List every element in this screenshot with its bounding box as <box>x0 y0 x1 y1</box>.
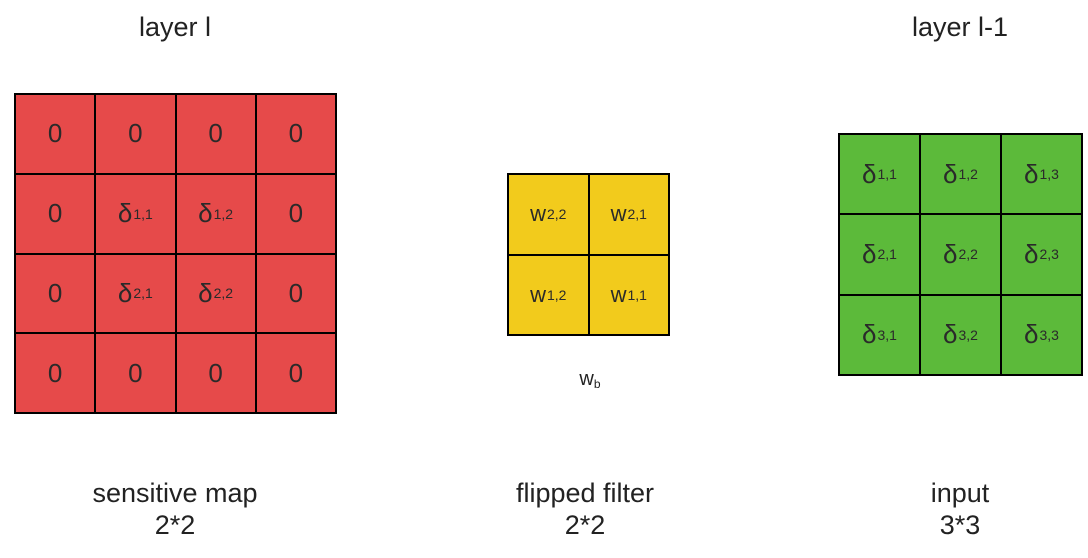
left-cell-4-4: 0 <box>255 333 336 413</box>
middle-caption-size: 2*2 <box>564 510 606 540</box>
cell-symbol: 0 <box>128 357 143 388</box>
left-cell-1-2: 0 <box>95 94 176 174</box>
filter-label-sub: b <box>593 377 601 391</box>
left-cell-3-1: 0 <box>15 253 96 334</box>
cell-symbol: w <box>530 201 546 227</box>
cell-symbol: δ <box>198 277 213 308</box>
cell-subscript: 3,1 <box>877 326 897 343</box>
cell-symbol: δ <box>117 277 133 308</box>
cell-subscript: 1,2 <box>958 166 978 183</box>
cell-symbol: 0 <box>208 357 223 388</box>
cell-subscript: 2,1 <box>133 285 153 302</box>
right-heading: layer l-1 <box>911 12 1009 42</box>
left-cell-3-4: 0 <box>255 253 336 334</box>
cell-subscript: 1,3 <box>1039 166 1059 183</box>
cell-symbol: δ <box>943 158 958 189</box>
left-heading: layer l <box>138 12 212 42</box>
left-cell-1-4: 0 <box>255 94 336 174</box>
cell-symbol: w <box>530 281 546 307</box>
cell-subscript: 2,2 <box>958 246 978 263</box>
filter-label: wb <box>560 368 620 391</box>
cell-symbol: δ <box>862 319 877 350</box>
cell-subscript: 1,1 <box>133 205 153 222</box>
cell-symbol: 0 <box>208 118 223 149</box>
cell-symbol: δ <box>943 319 958 350</box>
cell-symbol: δ <box>862 238 877 269</box>
cell-symbol: 0 <box>288 277 304 308</box>
cell-symbol: δ <box>1024 238 1039 269</box>
cell-symbol: δ <box>198 198 213 229</box>
cell-subscript: 2,3 <box>1039 246 1059 263</box>
cell-symbol: δ <box>1024 319 1039 350</box>
cell-symbol: δ <box>117 198 133 229</box>
right-caption-title: input <box>930 478 990 508</box>
right-caption-size: 3*3 <box>939 510 981 540</box>
cell-symbol: 0 <box>288 357 304 388</box>
middle-caption-title: flipped filter <box>515 478 655 508</box>
left-cell-2-1: 0 <box>15 173 96 254</box>
left-caption: sensitive map 2*2 <box>60 477 290 541</box>
left-cell-2-4: 0 <box>255 173 336 254</box>
cell-symbol: w <box>610 281 627 307</box>
left-cell-1-1: 0 <box>15 94 96 174</box>
cell-symbol: 0 <box>128 118 143 149</box>
cell-subscript: 1,2 <box>546 286 567 303</box>
left-caption-size: 2*2 <box>154 510 196 540</box>
filter-label-base: w <box>579 368 594 390</box>
cell-symbol: 0 <box>288 118 304 149</box>
cell-subscript: 1,1 <box>627 286 647 303</box>
cell-subscript: 1,2 <box>213 205 234 222</box>
cell-subscript: 1,1 <box>877 166 897 183</box>
cell-subscript: 3,3 <box>1039 326 1059 343</box>
middle-caption: flipped filter 2*2 <box>480 477 690 541</box>
cell-subscript: 2,2 <box>546 206 567 223</box>
cell-symbol: δ <box>862 158 877 189</box>
cell-subscript: 3,2 <box>958 326 978 343</box>
cell-symbol: 0 <box>47 277 63 308</box>
left-cell-4-3: 0 <box>175 333 256 413</box>
cell-symbol: 0 <box>47 198 63 229</box>
left-cell-1-3: 0 <box>175 94 256 174</box>
left-caption-title: sensitive map <box>92 478 258 508</box>
right-caption: input 3*3 <box>880 477 1040 541</box>
cell-symbol: δ <box>943 238 958 269</box>
cell-symbol: δ <box>1024 158 1039 189</box>
cell-subscript: 2,2 <box>213 285 234 302</box>
left-cell-4-2: 0 <box>95 333 176 413</box>
cell-symbol: 0 <box>47 357 63 388</box>
cell-symbol: 0 <box>288 198 304 229</box>
cell-symbol: 0 <box>47 118 63 149</box>
cell-symbol: w <box>610 201 627 227</box>
cell-subscript: 2,1 <box>627 206 647 223</box>
left-cell-4-1: 0 <box>15 333 96 413</box>
cell-subscript: 2,1 <box>877 246 897 263</box>
